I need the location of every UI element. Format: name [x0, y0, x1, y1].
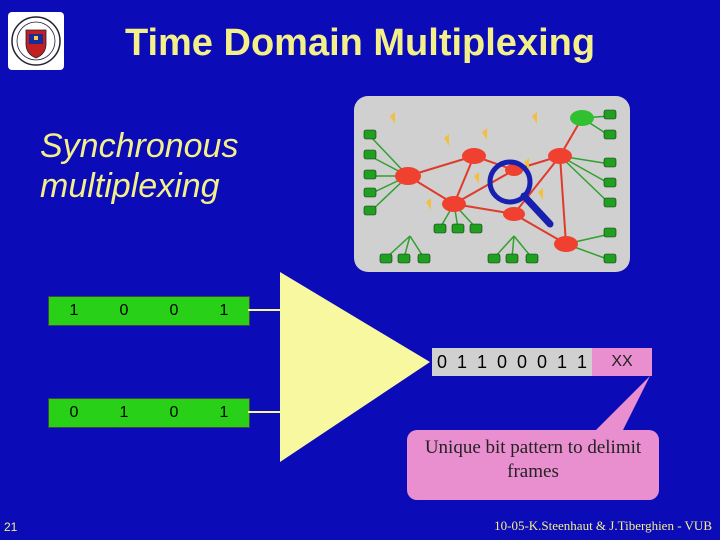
- multiplexer-triangle: [280, 272, 430, 462]
- output-bit: 0: [532, 348, 552, 376]
- output-bit: 1: [552, 348, 572, 376]
- input-bit: 1: [199, 297, 249, 325]
- university-logo-icon: [8, 12, 64, 70]
- input-bit: 0: [49, 399, 99, 427]
- callout-box: Unique bit pattern to delimit frames: [407, 430, 659, 500]
- input-bit: 1: [49, 297, 99, 325]
- input-bit: 0: [149, 297, 199, 325]
- output-bit-stream: 0 1 1 0 0 0 1 1 XX: [432, 348, 672, 376]
- input-bit: 0: [99, 297, 149, 325]
- subtitle: Synchronous multiplexing: [40, 127, 239, 205]
- page-title: Time Domain Multiplexing: [124, 22, 596, 64]
- page-number: 21: [4, 520, 18, 534]
- output-bit: 0: [432, 348, 452, 376]
- output-bit: 1: [472, 348, 492, 376]
- output-bit: 1: [572, 348, 592, 376]
- magnifier-icon: [487, 159, 554, 228]
- input-bit: 0: [149, 399, 199, 427]
- output-bit: 0: [492, 348, 512, 376]
- input-bit: 1: [99, 399, 149, 427]
- output-bit: 1: [452, 348, 472, 376]
- frame-delimiter: XX: [592, 348, 652, 376]
- network-node-icon: [395, 110, 594, 252]
- network-illustration: [354, 96, 630, 272]
- input-channel-1: 1 0 0 1: [48, 296, 250, 326]
- telephone-icon: [363, 109, 617, 264]
- output-bit: 0: [512, 348, 532, 376]
- input-channel-2: 0 1 0 1: [48, 398, 250, 428]
- footer-credit: 10-05-K.Steenhaut & J.Tiberghien - VUB: [494, 518, 712, 533]
- input-bit: 1: [199, 399, 249, 427]
